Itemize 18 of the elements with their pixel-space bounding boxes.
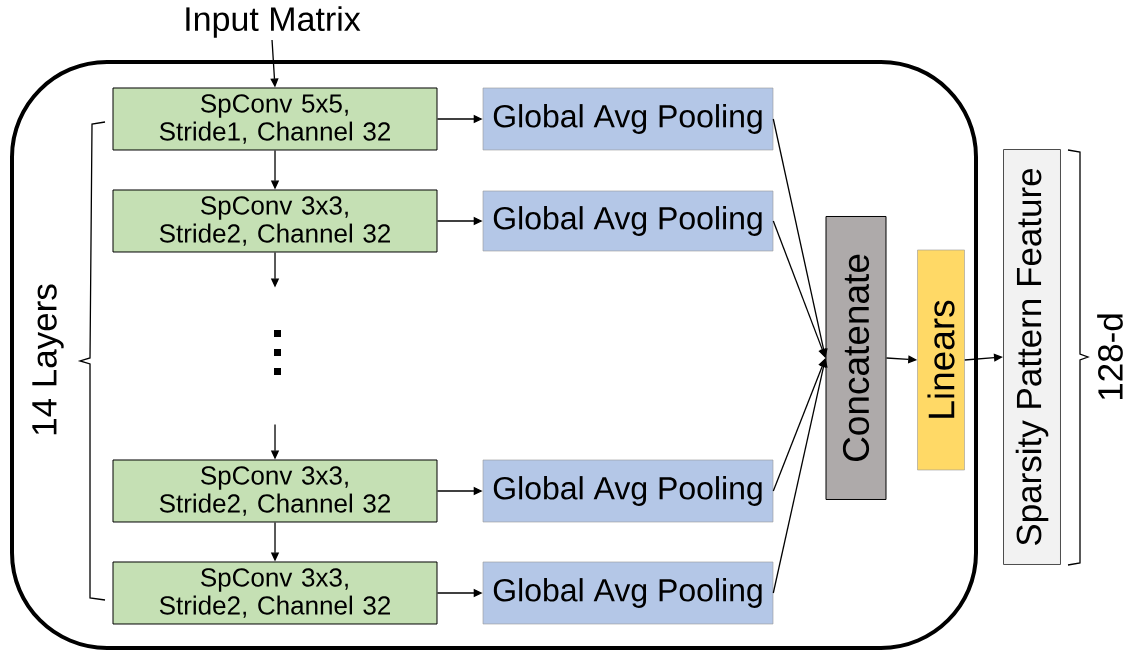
conv-layer-box: SpConv 3x3, Stride2, Channel 32: [112, 189, 438, 253]
side-label: 14 Layers: [32, 284, 64, 435]
pooling-box: Global Avg Pooling: [482, 459, 774, 523]
conv-layer-box: SpConv 3x3, Stride2, Channel 32: [112, 459, 438, 523]
arrow: [772, 220, 827, 358]
conv-layer-box: SpConv 5x5, Stride1, Channel 32: [112, 87, 438, 151]
input-label: Input Matrix: [186, 6, 361, 38]
arrow: [964, 353, 1003, 362]
concatenate-box: Concatenate: [825, 216, 887, 500]
side-label: 128-d: [1097, 314, 1123, 400]
pooling-box: Global Avg Pooling: [482, 87, 774, 151]
conv-layer-box: SpConv 3x3, Stride2, Channel 32: [112, 561, 438, 625]
arrow: [772, 358, 828, 594]
feature-box: Sparsity Pattern Feature: [1003, 149, 1061, 565]
linear-box: Linears: [917, 249, 965, 471]
pooling-box: Global Avg Pooling: [482, 561, 774, 625]
frame-box: [10, 60, 978, 650]
pooling-box: Global Avg Pooling: [482, 190, 774, 252]
